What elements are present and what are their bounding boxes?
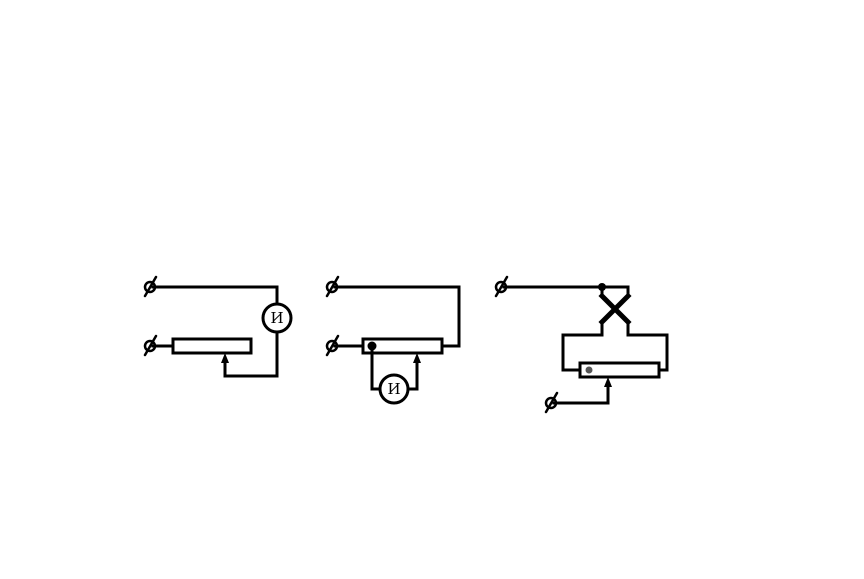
wire-meter-return bbox=[223, 330, 279, 378]
meter bbox=[378, 373, 410, 405]
potentiometer-resistor bbox=[578, 361, 661, 379]
rheostat-resistor bbox=[361, 337, 444, 355]
circuit-potentiometer-crossed bbox=[494, 275, 669, 414]
wire-right-branch bbox=[626, 320, 669, 372]
wire-top bbox=[151, 285, 279, 306]
terminal-bottom bbox=[143, 334, 158, 357]
wire-top bbox=[333, 285, 461, 348]
rheostat-slider-arrow bbox=[413, 353, 421, 363]
wire-slider bbox=[552, 384, 610, 405]
wire-meter-left bbox=[370, 344, 382, 391]
meter bbox=[261, 302, 293, 334]
wire-left-branch bbox=[561, 320, 604, 372]
wire-meter-right bbox=[407, 360, 419, 391]
terminal-bottom bbox=[544, 391, 559, 414]
rheostat-slider-arrow bbox=[221, 353, 229, 363]
meter-label: И bbox=[387, 380, 400, 398]
meter-label: И bbox=[270, 309, 283, 327]
terminal-top bbox=[494, 275, 509, 298]
cross-wire-b bbox=[598, 292, 632, 326]
terminal-top bbox=[325, 275, 340, 298]
potentiometer-slider-arrow bbox=[604, 377, 612, 387]
terminal-bottom bbox=[325, 334, 340, 357]
terminal-top bbox=[143, 275, 158, 298]
resistor-end-dot bbox=[585, 366, 593, 374]
wire-top bbox=[502, 285, 630, 298]
rheostat-resistor bbox=[171, 337, 253, 355]
circuit-shunt-meter: И bbox=[325, 275, 461, 405]
circuit-series-rheostat: И bbox=[143, 275, 293, 378]
